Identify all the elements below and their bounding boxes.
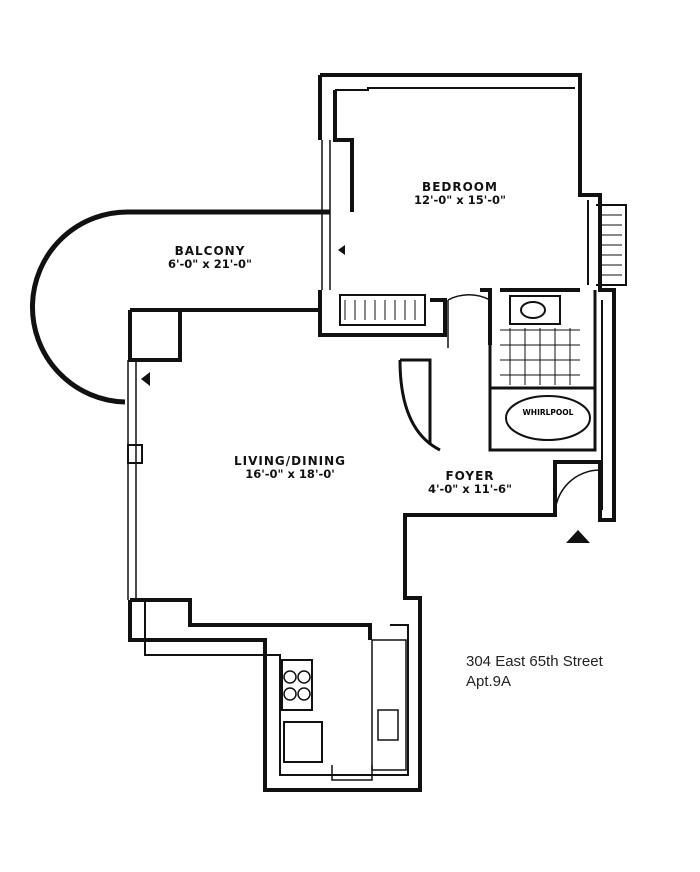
room-dims: 6'-0" x 21'-0" — [167, 257, 252, 271]
street-address: 304 East 65th Street — [466, 653, 603, 670]
room-name: LIVING/DINING — [234, 454, 346, 468]
room-name: BALCONY — [174, 244, 246, 258]
basin — [520, 301, 546, 319]
entry-door — [554, 469, 601, 516]
bath-tile-grid — [500, 328, 580, 385]
living-north-wall — [128, 308, 320, 362]
counter — [371, 639, 407, 771]
sink — [509, 295, 561, 325]
bedroom-window — [321, 140, 331, 290]
bedroom-label: BEDROOM 12'-0" x 15'-0" — [380, 181, 540, 207]
exterior-wall-inner — [144, 87, 603, 776]
living-arrow-icon — [141, 372, 150, 386]
exterior-wall — [128, 73, 616, 792]
stove — [281, 659, 313, 711]
column — [127, 444, 143, 464]
room-name: FOYER — [445, 469, 495, 483]
bedroom-west-wall — [318, 75, 354, 212]
whirlpool-tub — [505, 395, 591, 441]
room-name: BEDROOM — [422, 180, 498, 194]
bedroom-arrow-icon — [338, 245, 345, 255]
living-west-window — [127, 360, 137, 600]
bath-door — [447, 294, 491, 348]
entry-arrow-icon — [566, 530, 590, 543]
closet — [339, 294, 426, 326]
apartment-number: Apt.9A — [466, 673, 512, 690]
kitchen-pass — [331, 765, 373, 781]
balcony-label: BALCONY 6'-0" x 21'-0" — [140, 245, 280, 271]
foyer-label: FOYER 4'-0" x 11'-6" — [400, 470, 540, 496]
bedroom-closet — [596, 204, 627, 286]
address-block: 304 East 65th Street Apt.9A — [466, 652, 603, 692]
whirlpool-label: WHIRLPOOL — [522, 408, 574, 417]
living-dining-label: LIVING/DINING 16'-0" x 18'-0' — [215, 455, 365, 481]
curved-closet — [398, 358, 441, 452]
living-south-wall — [130, 598, 372, 640]
balcony-railing — [29, 209, 330, 405]
room-dims: 4'-0" x 11'-6" — [427, 482, 512, 496]
bath-walls — [488, 290, 597, 452]
room-dims: 12'-0" x 15'-0" — [413, 193, 506, 207]
kitchen-sink — [377, 709, 399, 741]
room-dims: 16'-0" x 18'-0' — [245, 467, 335, 481]
refrigerator — [283, 721, 323, 763]
